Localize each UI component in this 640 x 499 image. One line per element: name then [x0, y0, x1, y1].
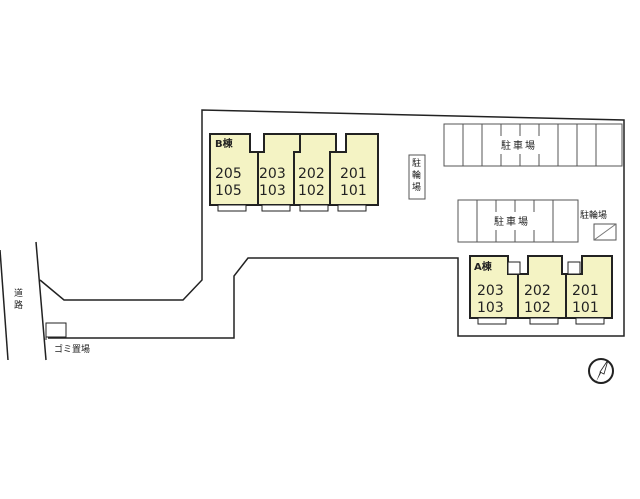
parking-middle-label: 駐車場	[494, 215, 530, 228]
unit-b-2-lower: 103	[259, 183, 286, 199]
unit-a-2-upper: 202	[524, 283, 551, 299]
building-a-name: A棟	[474, 260, 493, 273]
bike-parking-vertical: 駐 輪 場	[408, 154, 426, 200]
road-label-char1: 道	[14, 287, 23, 299]
garbage-label: ゴミ置場	[54, 343, 90, 355]
building-a: A棟 203 103 202 102 201 101	[469, 255, 613, 325]
svg-text:輪: 輪	[412, 169, 421, 181]
unit-a-1-upper: 203	[477, 283, 504, 299]
unit-a-3-upper: 201	[572, 283, 599, 299]
north-arrow-icon	[588, 358, 614, 384]
unit-b-2-upper: 203	[259, 166, 286, 182]
unit-a-1-lower: 103	[477, 300, 504, 316]
svg-text:駐輪場: 駐輪場	[580, 209, 607, 221]
garbage-area	[45, 322, 67, 338]
road-edge-left	[0, 249, 9, 361]
parking-lot-top: 駐車場	[443, 123, 623, 167]
unit-b-1-upper: 205	[215, 166, 242, 182]
unit-b-3-lower: 102	[298, 183, 325, 199]
building-b-name: B棟	[215, 137, 234, 150]
road-edge-right	[35, 241, 47, 361]
unit-b-1-lower: 105	[215, 183, 242, 199]
parking-top-label: 駐車場	[501, 139, 537, 152]
svg-text:場: 場	[412, 181, 421, 193]
bike-parking-right: 駐輪場	[580, 209, 617, 241]
parking-lot-middle: 駐車場	[457, 199, 579, 243]
unit-b-4-lower: 101	[340, 183, 367, 199]
road-label-char2: 路	[14, 299, 23, 311]
unit-a-3-lower: 101	[572, 300, 599, 316]
unit-a-2-lower: 102	[524, 300, 551, 316]
site-boundary	[39, 109, 625, 339]
unit-b-4-upper: 201	[340, 166, 367, 182]
svg-text:駐: 駐	[412, 157, 421, 169]
unit-b-3-upper: 202	[298, 166, 325, 182]
building-b: B棟 205 105 203 103 202 102 201 101	[209, 133, 379, 212]
